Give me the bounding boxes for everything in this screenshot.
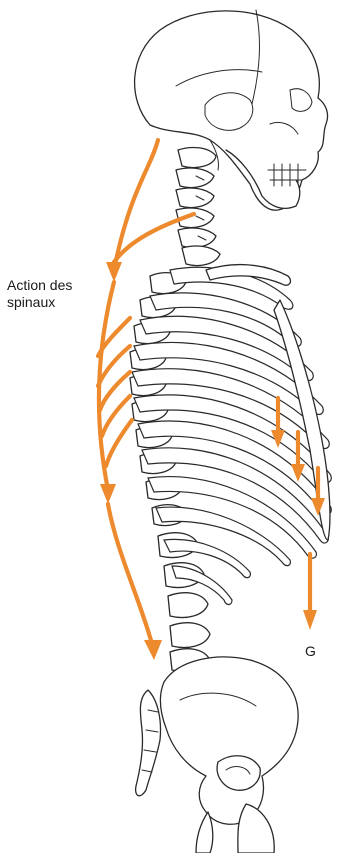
- spinal-main-arrow: [114, 140, 158, 270]
- spinal-action-label-line1: Action des: [7, 277, 117, 294]
- center-of-gravity-label: G: [305, 643, 316, 660]
- cervical-spine: [176, 148, 220, 266]
- skull: [135, 10, 328, 210]
- spinal-lumbar-arrow: [108, 504, 152, 644]
- arrowhead-lumbar: [144, 640, 162, 660]
- spinal-action-label-line2: spinaux: [7, 294, 117, 311]
- pelvis: [136, 657, 299, 853]
- spinal-rib-stroke-5: [106, 420, 132, 466]
- spinal-action-label: Action des spinaux: [7, 277, 117, 311]
